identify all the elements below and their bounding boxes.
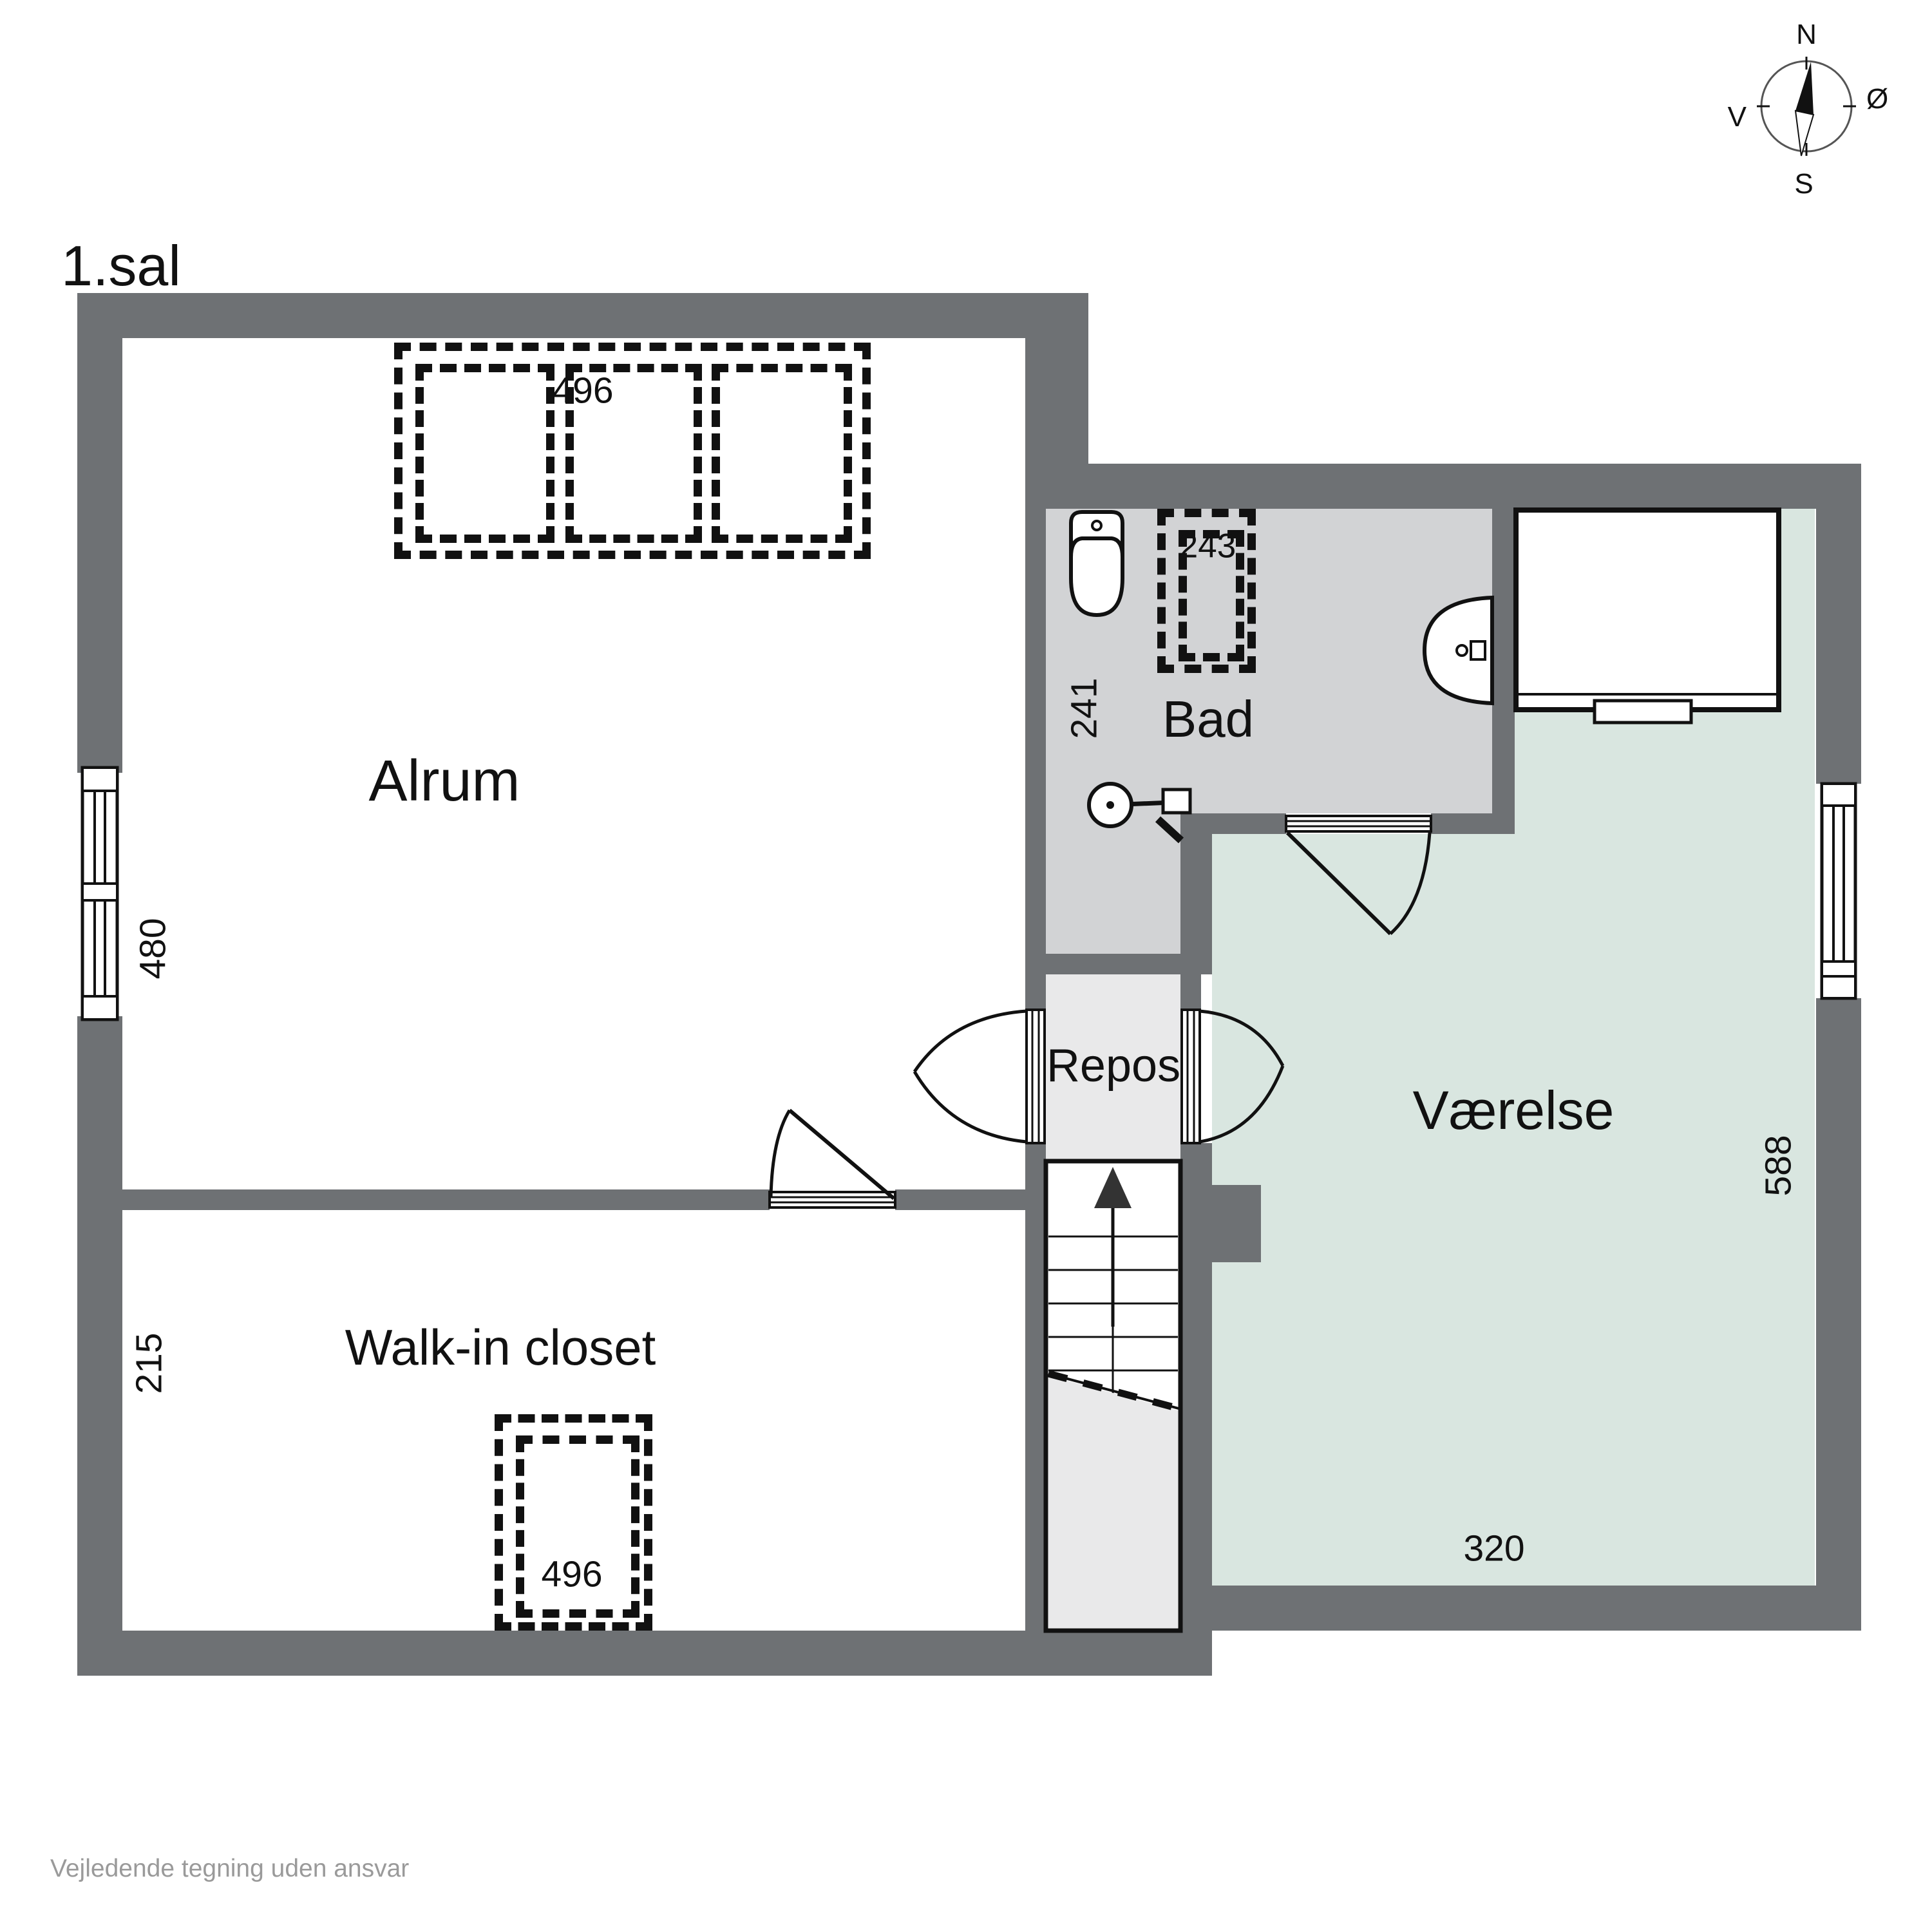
closet-door-frame <box>768 1191 896 1209</box>
closet-door-swing <box>769 1108 895 1200</box>
stair-up-arrow <box>1094 1167 1132 1208</box>
wall-bad-divider <box>1180 813 1212 974</box>
bad-door-swing <box>1285 831 1432 936</box>
room-label-repos: Repos <box>1046 1040 1181 1092</box>
repos-vaerelse-door-frame <box>1180 1009 1201 1144</box>
bad-door-frame <box>1285 815 1432 833</box>
dim-vaerelse-width: 320 <box>1463 1528 1525 1569</box>
wall-repos-left-bottom <box>1025 1143 1046 1189</box>
wall-right-upper <box>1816 509 1861 784</box>
wall-bottom-closet <box>77 1631 1212 1676</box>
page-title: 1.sal <box>61 234 181 298</box>
wall-stair-right <box>1180 1143 1212 1631</box>
wall-left-upper <box>77 338 122 773</box>
room-label-vaerelse: Værelse <box>1412 1080 1615 1141</box>
dim-bad-depth: 241 <box>1063 677 1105 739</box>
alrum-wardrobe-section-1 <box>415 364 554 543</box>
room-label-bad: Bad <box>1162 690 1255 748</box>
repos-vaerelse-door-swing <box>1199 1009 1285 1144</box>
alrum-window <box>80 766 119 1021</box>
wall-bad-door-left <box>1180 813 1286 834</box>
dim-shower: 243 <box>1179 527 1236 565</box>
stair-void <box>1048 1376 1178 1628</box>
wall-repos-left-top <box>1025 974 1046 1010</box>
toilet <box>1069 510 1124 618</box>
dim-closet-depth: 215 <box>128 1332 170 1394</box>
shower-mixer <box>1087 782 1192 844</box>
wall-bottom-vaerelse <box>1193 1586 1861 1631</box>
compass-label-e: Ø <box>1866 83 1888 115</box>
dim-vaerelse-depth: 588 <box>1757 1135 1799 1197</box>
repos-alrum-door-frame <box>1025 1009 1046 1144</box>
staircase <box>1043 1159 1183 1633</box>
sink <box>1422 595 1494 706</box>
vaerelse-floor-ext <box>1212 834 1515 1586</box>
closet-wardrobe-outer <box>495 1414 652 1631</box>
wall-chimney-block <box>1212 1185 1261 1262</box>
closet-wardrobe-inner <box>516 1435 639 1618</box>
wall-stair-closet <box>1025 1189 1046 1631</box>
wall-closet-top-right <box>895 1189 1025 1210</box>
wall-top-alrum <box>77 293 1088 338</box>
dim-alrum-wardrobe: 496 <box>552 370 614 412</box>
wall-right-lower <box>1816 998 1861 1631</box>
vaerelse-closet <box>1513 507 1781 724</box>
wall-left-lower <box>77 1016 122 1676</box>
wall-closet-top-left <box>77 1189 770 1210</box>
alrum-wardrobe-outline <box>394 343 871 559</box>
bad-floor-shower <box>1046 813 1180 954</box>
compass-label-n: N <box>1796 19 1817 50</box>
wall-bad-vaerelse <box>1492 509 1515 834</box>
wall-alrum-bad <box>1025 338 1046 954</box>
wall-bad-door-right <box>1431 813 1493 834</box>
compass: N Ø S V <box>1728 19 1889 200</box>
shower-outline-inner <box>1179 530 1244 661</box>
compass-label-s: S <box>1794 168 1813 200</box>
compass-needle-south <box>1794 109 1815 156</box>
repos-floor <box>1046 974 1180 1161</box>
alrum-wardrobe-section-3 <box>712 364 852 543</box>
alrum-wardrobe-section-2 <box>565 364 702 543</box>
dim-alrum-window: 480 <box>132 918 174 980</box>
disclaimer-text: Vejledende tegning uden ansvar <box>50 1855 410 1882</box>
repos-alrum-door-swing <box>913 1009 1027 1144</box>
wall-repos-right-top <box>1180 974 1201 1010</box>
compass-needle-north <box>1795 62 1814 115</box>
wall-top-bad <box>1088 464 1861 509</box>
shower-outline-outer <box>1157 509 1256 673</box>
room-label-alrum: Alrum <box>368 749 520 813</box>
vaerelse-window <box>1820 782 1857 1000</box>
compass-label-v: V <box>1728 101 1747 133</box>
dim-closet-wardrobe: 496 <box>541 1553 603 1595</box>
room-label-walk-in-closet: Walk-in closet <box>345 1319 656 1376</box>
wall-step-connector <box>1043 293 1088 509</box>
